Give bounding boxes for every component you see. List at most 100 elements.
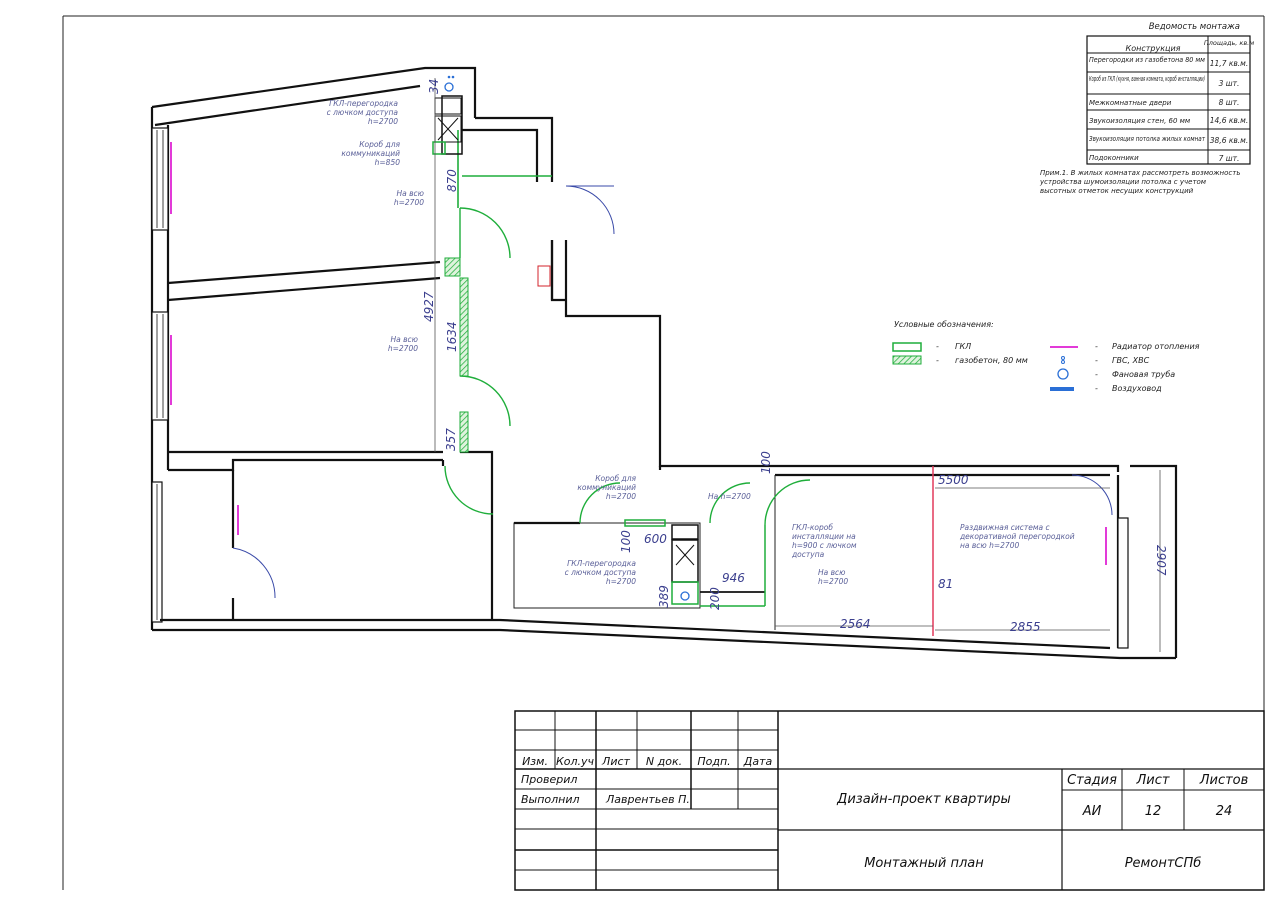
register-note-line: устройства шумоизоляции потолка с учетом — [1039, 178, 1207, 186]
note-line: h=850 — [375, 158, 401, 167]
note-line: с лючком доступа — [565, 568, 637, 577]
partitions — [432, 95, 699, 605]
legend-label: газобетон, 80 мм — [955, 356, 1028, 365]
dim-label: 1634 — [445, 321, 459, 352]
register-row-name: Подоконники — [1089, 154, 1139, 162]
tb-col-header: Дата — [743, 755, 773, 768]
window — [151, 311, 169, 421]
note-line: инсталляции на — [792, 532, 856, 541]
legend-label: Фановая труба — [1112, 370, 1175, 379]
note-line: На всю — [818, 568, 845, 577]
walls — [150, 66, 1178, 660]
tb-company: РемонтСПб — [1125, 856, 1202, 871]
dim-label: 389 — [657, 585, 671, 608]
legend-label: Воздуховод — [1112, 384, 1162, 393]
aerated-concrete-symbol — [892, 355, 922, 365]
air-duct-symbol — [1050, 387, 1074, 391]
note-line: Короб для — [595, 474, 636, 483]
legend-label: Радиатор отопления — [1112, 342, 1200, 351]
tb-sheet-label: Лист — [1136, 773, 1170, 788]
register-col-construction: Конструкция — [1126, 44, 1181, 53]
register-row-value: 3 шт. — [1219, 79, 1240, 88]
legend-label: ГВС, ХВС — [1112, 356, 1150, 365]
register-col-area: Площадь, кв.м — [1204, 39, 1254, 47]
dim-label: 81 — [938, 577, 953, 591]
note-line: h=2700 — [606, 492, 636, 501]
dim-label: 200 — [708, 587, 722, 610]
tb-col-header: Лист — [601, 755, 630, 768]
register-row-name: Звукоизоляция стен, 60 мм — [1089, 117, 1191, 125]
tb-done-label: Выполнил — [521, 793, 580, 806]
dim-label: 4927 — [422, 291, 436, 322]
tb-done-name: Лаврентьев П. — [605, 793, 690, 806]
register-row-value: 8 шт. — [1219, 98, 1240, 107]
note-line: декоративной перегородкой — [959, 532, 1075, 541]
drain-pipe-symbol — [1057, 368, 1069, 380]
installation-register: Ведомость монтажа Конструкция Площадь, к… — [1039, 22, 1254, 195]
note-line: с лючком доступа — [327, 108, 399, 117]
tb-col-header: Подп. — [697, 755, 730, 768]
note-line: h=2700 — [394, 198, 424, 207]
water-pipes-symbol — [1061, 356, 1065, 360]
note-line: h=2700 — [368, 117, 398, 126]
dim-label: 600 — [644, 532, 667, 546]
legend-label: ГКЛ — [955, 342, 971, 351]
note-line: На всю — [391, 335, 418, 344]
note-line: Короб для — [359, 140, 400, 149]
note-line: На всю — [397, 189, 424, 198]
svg-text:-: - — [936, 342, 939, 351]
tb-sheet-value: 12 — [1145, 804, 1162, 819]
note-line: Раздвижная система с — [960, 523, 1050, 532]
dim-label: 2564 — [840, 617, 871, 631]
register-row-name: Звукоизоляция потолка жилых комнат — [1089, 135, 1206, 143]
tb-col-header: N док. — [646, 755, 682, 768]
register-row-value: 11,7 кв.м. — [1210, 59, 1248, 68]
note-line: h=900 с лючком — [792, 541, 857, 550]
tb-sheets-label: Листов — [1199, 773, 1249, 788]
pipes — [444, 75, 690, 601]
radiators — [170, 142, 1107, 565]
tb-checked-label: Проверил — [521, 773, 577, 786]
legend-title: Условные обозначения: — [894, 320, 994, 329]
note-line: доступа — [791, 550, 825, 559]
note-line: h=2700 — [818, 577, 848, 586]
drain-pipe-icon — [444, 82, 454, 92]
svg-text:-: - — [1095, 342, 1098, 351]
register-row-value: 38,6 кв.м. — [1210, 136, 1248, 145]
tb-sheet-name: Монтажный план — [864, 856, 984, 871]
note-line: ГКЛ-перегородка — [567, 559, 636, 568]
register-note-line: высотных отметок несущих конструкций — [1040, 187, 1194, 195]
dim-label: 2855 — [1010, 620, 1041, 634]
note-line: h=2700 — [388, 344, 418, 353]
register-row-name: Межкомнатные двери — [1089, 99, 1172, 107]
tb-sheets-value: 24 — [1216, 804, 1233, 819]
window — [151, 127, 169, 231]
note-line: на всю h=2700 — [960, 541, 1019, 550]
dimensions: 34 870 4927 1634 357 600 100 946 389 200… — [422, 78, 1168, 652]
dim-label: 946 — [722, 571, 745, 585]
register-row-name: Перегородки из газобетона 80 мм — [1089, 56, 1206, 64]
register-row-value: 14,6 кв.м. — [1210, 116, 1248, 125]
window — [1117, 517, 1129, 649]
tb-stage-value: АИ — [1082, 804, 1102, 819]
note-line: коммуникаций — [577, 483, 636, 492]
register-note-line: Прим.1. В жилых комнатах рассмотреть воз… — [1040, 169, 1240, 177]
doors — [232, 185, 1113, 599]
dim-label: 34 — [427, 79, 441, 94]
gkl-symbol — [892, 342, 922, 352]
drain-pipe-icon — [680, 591, 690, 601]
register-row-name: Короб из ГКЛ (кухня, ванная комната, кор… — [1089, 75, 1205, 83]
svg-text:-: - — [936, 356, 939, 365]
tb-stage-label: Стадия — [1067, 773, 1117, 788]
dim-label: 100 — [619, 530, 633, 553]
svg-text:-: - — [1095, 370, 1098, 379]
note-line: коммуникаций — [341, 149, 400, 158]
dim-label: 357 — [444, 428, 458, 451]
tb-col-header: Кол.уч — [556, 755, 595, 768]
dim-label: 870 — [445, 169, 459, 192]
dim-label: 100 — [759, 451, 773, 474]
dim-label: 5500 — [938, 473, 969, 487]
register-row-value: 7 шт. — [1219, 154, 1240, 163]
legend: Условные обозначения: - ГКЛ - газобетон,… — [892, 320, 1200, 393]
